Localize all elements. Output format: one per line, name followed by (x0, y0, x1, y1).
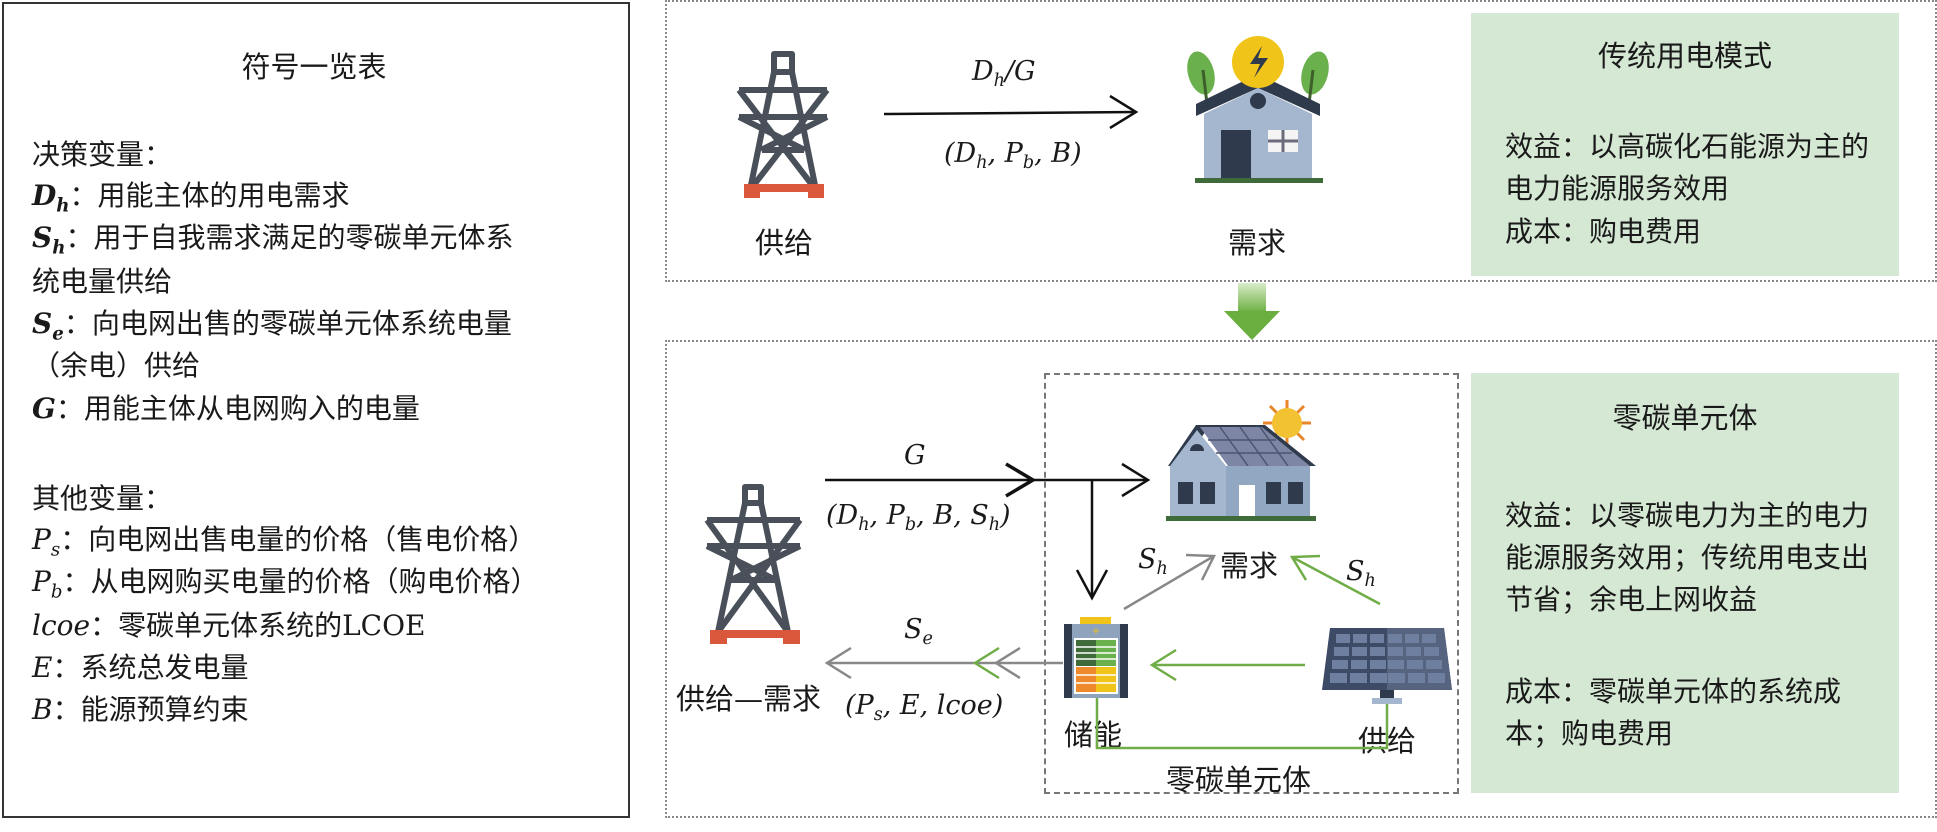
sh-storage-flow-label: Sh (1138, 544, 1168, 580)
internal-connection-line (1095, 698, 1389, 750)
traditional-demand-label: 需求 (1228, 226, 1287, 260)
symbol-sh: Sh (32, 221, 66, 259)
decision-vars-header: 决策变量： (32, 138, 173, 171)
charge-arrow (1149, 648, 1305, 682)
legend-desc: ：从电网购买电量的价格（购电价格） (62, 565, 539, 598)
symbol-dh: Dh (32, 179, 70, 217)
traditional-mode-panel: 传统用电模式 效益：以高碳化石能源为主的电力能源服务效用 成本：购电费用 (1471, 13, 1899, 276)
symbol-g: G (32, 392, 56, 425)
legend-item-se: Se：向电网出售的零碳单元体系统电量 (32, 306, 512, 352)
transmission-tower-icon (704, 484, 803, 646)
zero-carbon-frame (665, 340, 1937, 818)
legend-item-sh: Sh：用于自我需求满足的零碳单元体系 (32, 220, 513, 266)
legend-item-dh: Dh：用能主体的用电需求 (32, 178, 350, 224)
legend-desc: ：用能主体从电网购入的电量 (55, 392, 420, 425)
symbol-pb: Pb (32, 565, 63, 603)
g-params-label: (Dh, Pb, B, Sh) (826, 500, 1011, 536)
traditional-arrow-top-label: Dh/G (972, 56, 1036, 92)
demand-flow-arrow (883, 94, 1139, 130)
self-supply-arrow-storage (1123, 553, 1216, 611)
legend-desc: ：系统总发电量 (52, 651, 249, 684)
solar-panel-icon (1322, 628, 1452, 704)
zero-carbon-panel: 零碳单元体 效益：以零碳电力为主的电力能源服务效用；传统用电支出节省；余电上网收… (1471, 373, 1899, 793)
zero-carbon-panel-cost: 成本：零碳单元体的系统成本；购电费用 (1505, 675, 1842, 750)
g-flow-label: G (904, 440, 926, 471)
transition-arrow-icon (1224, 283, 1280, 340)
other-vars-header: 其他变量： (32, 482, 173, 515)
storage-label: 储能 (1064, 718, 1123, 752)
legend-item-e: E：系统总发电量 (32, 650, 248, 686)
symbol-legend-box (2, 2, 630, 818)
legend-item-se-cont: （余电）供给 (32, 349, 201, 382)
battery-storage-icon: + (1064, 617, 1128, 698)
svg-text:+: + (1092, 626, 1100, 637)
surplus-sale-arrow (824, 646, 1063, 680)
zero-carbon-panel-benefit: 效益：以零碳电力为主的电力能源服务效用；传统用电支出节省；余电上网收益 (1505, 499, 1870, 616)
grid-supply-demand-label: 供给—需求 (676, 682, 822, 716)
symbol-se: Se (32, 307, 64, 345)
traditional-panel-title: 传统用电模式 (1597, 39, 1772, 73)
symbol-e: E (32, 651, 53, 684)
legend-item-b: B：能源预算约束 (32, 692, 249, 728)
legend-item-sh-cont: 统电量供给 (32, 265, 173, 298)
solar-house-icon (1166, 400, 1316, 521)
traditional-panel-benefit: 效益：以高碳化石能源为主的电力能源服务效用 (1505, 130, 1870, 205)
legend-desc: ：用于自我需求满足的零碳单元体系 (65, 221, 514, 254)
legend-item-g: G：用能主体从电网购入的电量 (32, 391, 420, 427)
se-flow-label: Se (904, 614, 933, 650)
traditional-mode-frame (665, 0, 1937, 282)
zero-carbon-panel-title: 零碳单元体 (1612, 401, 1758, 435)
legend-item-lcoe: lcoe：零碳单元体系统的LCOE (32, 608, 426, 644)
symbol-lcoe: lcoe (32, 609, 91, 642)
legend-desc: ：用能主体的用电需求 (69, 179, 350, 212)
symbol-ps: Ps (32, 523, 61, 561)
transmission-tower-icon (736, 51, 830, 200)
traditional-supply-label: 供给 (755, 226, 814, 260)
legend-desc: ：向电网出售的零碳单元体系统电量 (63, 307, 512, 340)
traditional-arrow-bottom-label: (Dh, Pb, B) (944, 138, 1082, 174)
house-with-leaves-icon (1187, 36, 1329, 183)
zero-carbon-unit-label: 零碳单元体 (1166, 763, 1312, 797)
legend-desc: ：向电网出售电量的价格（售电价格） (60, 523, 537, 556)
zero-carbon-demand-label: 需求 (1220, 549, 1279, 583)
traditional-panel-cost: 成本：购电费用 (1505, 215, 1702, 248)
legend-desc: ：能源预算约束 (52, 693, 249, 726)
symbol-b: B (32, 693, 53, 726)
legend-desc: ：零碳单元体系统的LCOE (90, 609, 426, 642)
grid-params-label: (Ps, E, lcoe) (845, 690, 1004, 726)
self-supply-arrow-solar (1289, 554, 1381, 606)
sh-solar-flow-label: Sh (1346, 556, 1376, 592)
zero-carbon-unit-boundary (1044, 373, 1459, 794)
legend-item-ps: Ps：向电网出售电量的价格（售电价格） (32, 522, 536, 568)
legend-item-pb: Pb：从电网购买电量的价格（购电价格） (32, 564, 539, 610)
legend-title: 符号一览表 (241, 50, 387, 84)
grid-purchase-arrow (825, 462, 1151, 601)
